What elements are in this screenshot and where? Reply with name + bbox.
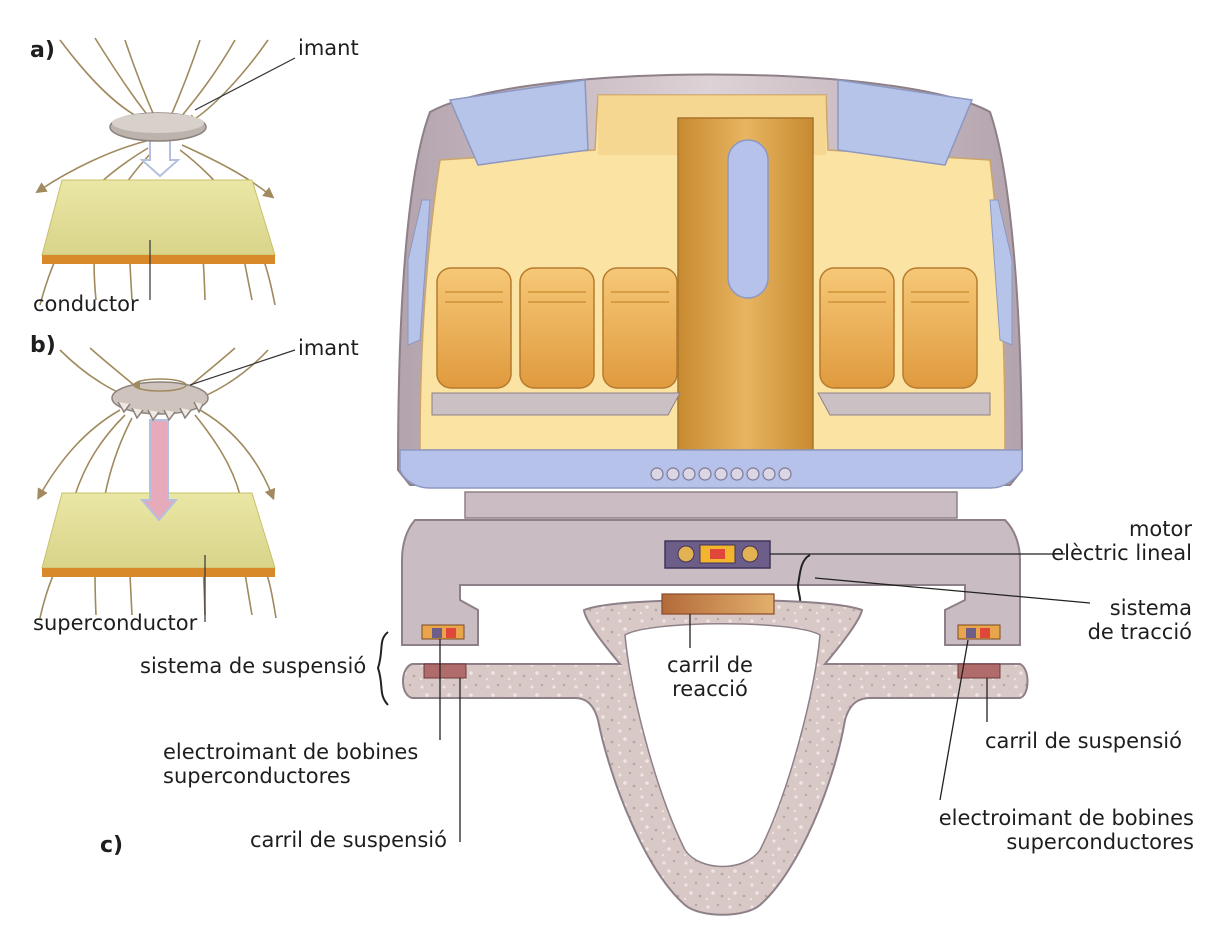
reaction-rail xyxy=(661,593,775,615)
cabin-floor xyxy=(399,449,1023,489)
label-right-suspension-rail: carril de suspensió xyxy=(985,729,1182,753)
label-suspension-system: sistema de suspensió xyxy=(140,654,367,678)
bogie-frame xyxy=(401,519,1021,646)
connection-block xyxy=(464,491,958,519)
conductor-plate-edge xyxy=(42,255,275,264)
label-linear-motor: motor elèctric lineal xyxy=(1051,517,1192,565)
seat xyxy=(602,267,678,389)
magnet-b xyxy=(111,381,209,415)
label-left-electromagnet: electroimant de bobines superconductores xyxy=(163,740,419,788)
leader-lines-c xyxy=(439,553,1091,842)
suspension-brace xyxy=(376,631,389,706)
label-imant-a: imant xyxy=(298,36,359,60)
left-electromagnet xyxy=(421,624,465,640)
window-right xyxy=(837,79,974,166)
panel-a-letter: a) xyxy=(30,38,55,63)
panel-c-letter: c) xyxy=(100,833,124,858)
label-left-suspension-rail: carril de suspensió xyxy=(250,828,447,852)
repulsion-arrow-down xyxy=(139,137,181,178)
floor-vents xyxy=(650,467,792,481)
seat xyxy=(902,267,978,389)
panel-b-letter: b) xyxy=(30,333,56,358)
label-reaction-rail: carril de reacció xyxy=(667,653,753,701)
label-right-electromagnet: electroimant de bobines superconductores xyxy=(938,806,1194,854)
seat xyxy=(819,267,895,389)
levitation-arrow xyxy=(139,419,179,522)
label-imant-b: imant xyxy=(298,336,359,360)
seat xyxy=(519,267,595,389)
label-conductor: conductor xyxy=(33,292,139,316)
seat xyxy=(436,267,512,389)
label-traction-system: sistema de tracció xyxy=(1087,596,1192,644)
right-electromagnet xyxy=(957,624,1001,640)
label-superconductor: superconductor xyxy=(33,611,198,635)
left-suspension-rail xyxy=(423,663,467,679)
seats xyxy=(436,267,978,389)
superconductor-plate-edge xyxy=(42,568,275,577)
conductor-plate xyxy=(41,179,276,256)
leader-imant-a xyxy=(194,57,296,111)
window-left xyxy=(448,79,589,166)
right-suspension-rail xyxy=(957,663,1001,679)
column-window xyxy=(727,139,769,299)
leader-imant-b xyxy=(189,349,296,386)
